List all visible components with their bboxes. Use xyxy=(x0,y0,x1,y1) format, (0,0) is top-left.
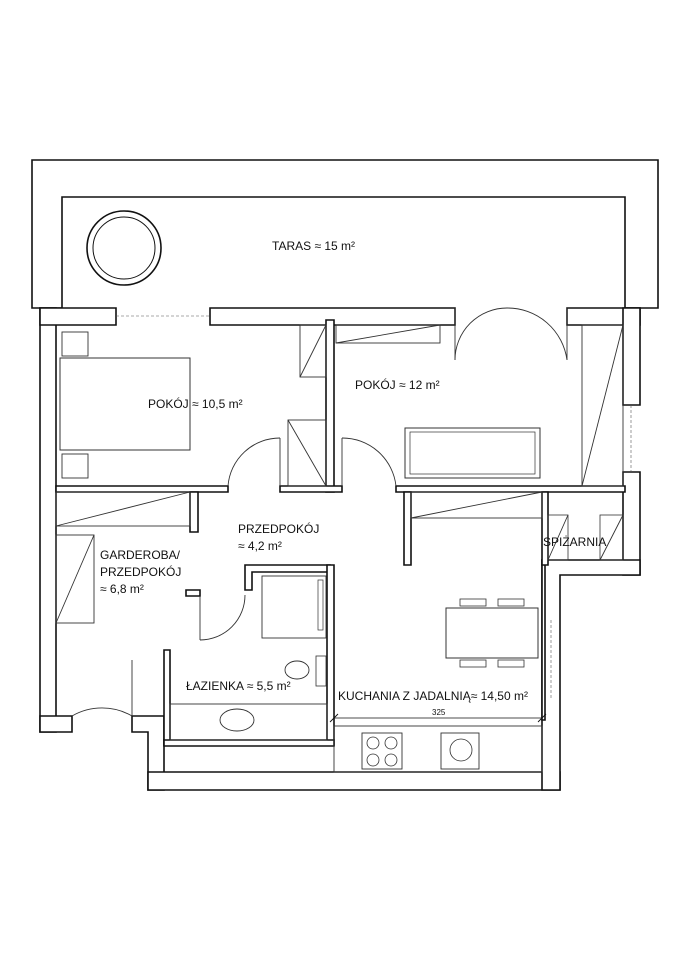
terrace-planter-icon xyxy=(86,210,162,286)
sofa-icon xyxy=(404,427,541,479)
label-garderoba-przedpokoj: PRZEDPOKÓJ xyxy=(100,564,181,579)
label-pokoj-1: POKÓJ ≈ 10,5 m² xyxy=(148,396,243,411)
exterior-walls xyxy=(39,307,641,791)
bathtub-icon xyxy=(169,703,328,741)
sink-icon xyxy=(440,732,480,770)
dining-table-icon xyxy=(445,607,539,659)
doors xyxy=(71,307,632,717)
interior-walls xyxy=(55,319,626,747)
shower-icon xyxy=(261,575,327,639)
label-lazienka: ŁAZIENKA ≈ 5,5 m² xyxy=(186,679,291,693)
label-przedpokoj: PRZEDPOKÓJ xyxy=(238,521,319,536)
label-taras: TARAS ≈ 15 m² xyxy=(272,239,355,253)
label-przedpokoj-area: ≈ 4,2 m² xyxy=(238,539,282,553)
label-kitchen-width: 325 xyxy=(432,708,446,717)
room-labels: TARAS ≈ 15 m² POKÓJ ≈ 10,5 m² POKÓJ ≈ 12… xyxy=(100,239,606,717)
label-garderoba: GARDEROBA/ xyxy=(100,548,181,562)
label-pokoj-2: POKÓJ ≈ 12 m² xyxy=(355,377,440,392)
label-spizarnia: SPIŻARNIA xyxy=(543,535,606,549)
terrace xyxy=(31,159,659,309)
bed-icon xyxy=(59,357,191,451)
label-kuchnia: KUCHANIA Z JADALNIĄ≈ 14,50 m² xyxy=(338,689,528,703)
furniture xyxy=(55,324,624,773)
toilet-icon xyxy=(284,660,310,680)
stove-icon xyxy=(361,732,403,770)
label-garderoba-area: ≈ 6,8 m² xyxy=(100,582,144,596)
